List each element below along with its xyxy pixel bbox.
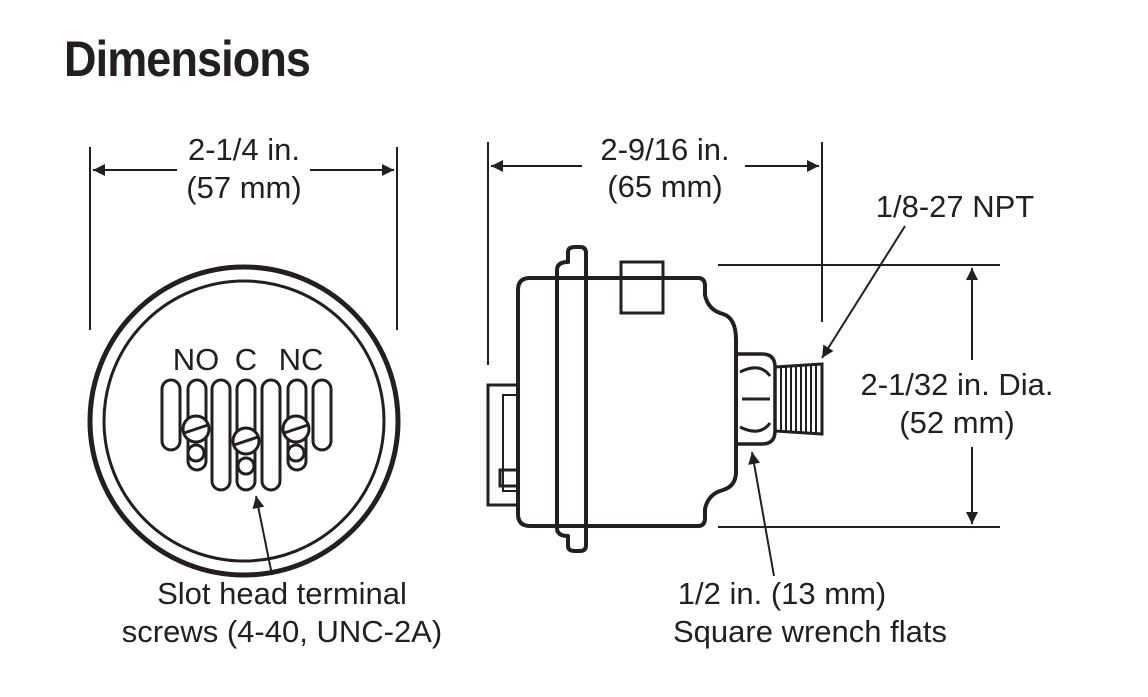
wrench-flats-arrow	[748, 451, 775, 577]
diameter-inches: 2-1/32 in. Dia.	[861, 367, 1054, 402]
terminal-screw-nc	[281, 414, 311, 463]
terminal-screw-c	[231, 426, 261, 476]
terminal-screw-no	[181, 414, 211, 463]
wrench-flats-detail	[739, 366, 772, 433]
connector-notch	[498, 468, 518, 488]
diameter-mm: (52 mm)	[899, 405, 1014, 440]
front-width-mm: (57 mm)	[186, 170, 301, 205]
connector-inner	[502, 394, 519, 492]
page-title: Dimensions	[64, 31, 311, 87]
npt-thread-lines	[780, 365, 817, 433]
wrench-flats-label-line2: Square wrench flats	[673, 614, 947, 649]
switch-body	[516, 276, 738, 528]
thread-spec-label: 1/8-27 NPT	[876, 189, 1035, 224]
terminal-label-no: NO	[173, 342, 220, 377]
terminal-label-nc: NC	[279, 342, 324, 377]
body-top-tab	[619, 260, 665, 315]
front-view: 2-1/4 in. (57 mm) NO C NC	[87, 132, 442, 649]
side-length-mm: (65 mm)	[607, 169, 722, 204]
terminal-label-c: C	[235, 342, 257, 377]
terminal-screw-callout-arrow	[252, 495, 273, 576]
front-width-inches: 2-1/4 in.	[188, 132, 300, 167]
housing-inner-ring	[102, 279, 386, 563]
side-length-inches: 2-9/16 in.	[600, 132, 729, 167]
thread-spec-arrow	[821, 225, 906, 359]
wrench-flats-label-line1: 1/2 in. (13 mm)	[678, 576, 886, 611]
housing-outer-ring	[87, 264, 401, 578]
terminal-screw-callout-line2: screws (4-40, UNC-2A)	[122, 614, 442, 649]
side-view: 2-9/16 in. (65 mm) 1/8-27 NPT 2-1/32 in.…	[486, 132, 1054, 649]
mounting-flange	[555, 245, 588, 553]
terminal-screw-callout-line1: Slot head terminal	[157, 576, 407, 611]
npt-thread-fitting	[773, 362, 824, 436]
